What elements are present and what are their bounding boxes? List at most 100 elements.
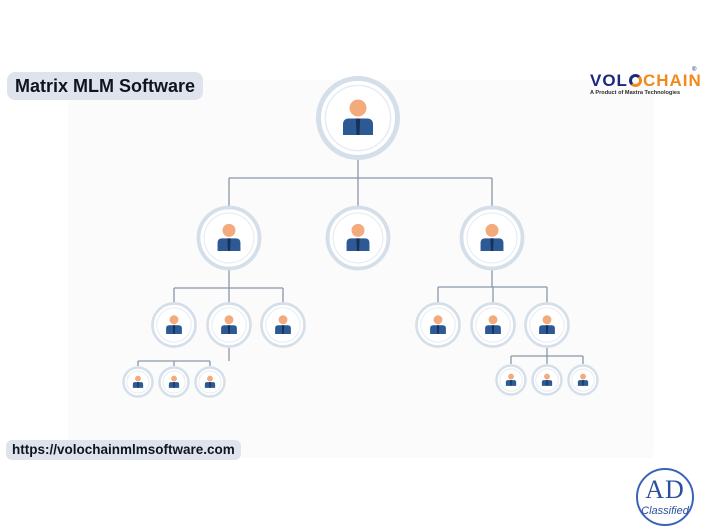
user-tie — [227, 238, 231, 251]
node-ring — [260, 302, 306, 348]
user-head — [542, 315, 552, 325]
node-ring — [196, 205, 262, 271]
user-icon — [221, 315, 237, 334]
tree-nodes — [122, 76, 599, 398]
node-ring — [531, 364, 563, 396]
node-ring — [194, 366, 226, 398]
node-ring — [495, 364, 527, 396]
node-inner-ring — [571, 368, 595, 392]
user-head — [544, 373, 550, 380]
user-icon — [430, 315, 446, 334]
user-head — [135, 375, 141, 382]
user-tie — [546, 380, 548, 386]
node-ring — [325, 205, 391, 271]
user-icon — [505, 373, 517, 386]
user-tie — [582, 380, 584, 386]
user-head — [169, 315, 179, 325]
logo-word-prefix: VOL — [590, 71, 628, 90]
tree-node-c3c — [567, 364, 599, 396]
node-inner-ring — [203, 212, 255, 264]
ad-classified-badge: AD Classified — [636, 468, 694, 526]
node-ring — [316, 76, 400, 160]
node-inner-ring — [156, 307, 192, 343]
user-tie — [137, 382, 139, 388]
node-ring — [158, 366, 190, 398]
logo-wordmark: VOL CHAIN — [590, 71, 702, 91]
tree-node-a3 — [260, 302, 306, 348]
user-tie — [209, 382, 211, 388]
node-inner-ring — [211, 307, 247, 343]
ad-letters: AD — [645, 475, 685, 504]
page-title: Matrix MLM Software — [7, 72, 204, 100]
user-head — [222, 223, 236, 237]
user-head — [207, 375, 213, 382]
node-ring — [567, 364, 599, 396]
user-head — [485, 223, 499, 237]
tree-node-c — [459, 205, 525, 271]
tree-node-a2 — [206, 302, 252, 348]
user-head — [488, 315, 498, 325]
tree-node-c3b — [531, 364, 563, 396]
node-ring — [524, 302, 570, 348]
node-ring — [206, 302, 252, 348]
tree-node-c2 — [470, 302, 516, 348]
user-tie — [510, 380, 512, 386]
node-ring — [415, 302, 461, 348]
registered-mark: ® — [692, 67, 697, 73]
website-url: https://volochainmlmsoftware.com — [6, 440, 241, 460]
user-head — [171, 375, 177, 382]
user-head — [351, 223, 365, 237]
user-head — [433, 315, 443, 325]
logo-word-suffix: CHAIN — [642, 71, 702, 90]
node-ring — [470, 302, 516, 348]
user-tie — [227, 325, 231, 334]
user-icon — [168, 375, 180, 388]
user-tie — [172, 325, 176, 334]
tree-node-c1 — [415, 302, 461, 348]
logo-tagline: A Product of Maxtra Technologies — [590, 90, 681, 96]
user-icon — [217, 223, 241, 251]
tree-node-c3a — [495, 364, 527, 396]
user-head — [349, 99, 367, 117]
node-inner-ring — [198, 370, 222, 394]
node-inner-ring — [126, 370, 150, 394]
tree-node-a2c — [194, 366, 226, 398]
node-inner-ring — [466, 212, 518, 264]
tree-node-c3 — [524, 302, 570, 348]
user-icon — [204, 375, 216, 388]
user-tie — [356, 238, 360, 251]
user-tie — [436, 325, 440, 334]
volochain-logo: VOL CHAIN ® A Product of Maxtra Technolog… — [584, 67, 702, 101]
user-head — [508, 373, 514, 380]
ad-text: Classified — [641, 505, 689, 517]
tree-connectors — [137, 159, 584, 366]
node-inner-ring — [529, 307, 565, 343]
node-inner-ring — [324, 84, 392, 152]
tree-node-a2a — [122, 366, 154, 398]
user-tie — [491, 325, 495, 334]
user-head — [224, 315, 234, 325]
user-icon — [275, 315, 291, 334]
user-icon — [132, 375, 144, 388]
tree-node-a2b — [158, 366, 190, 398]
user-tie — [281, 325, 285, 334]
node-inner-ring — [420, 307, 456, 343]
user-icon — [343, 99, 373, 135]
node-ring — [459, 205, 525, 271]
user-icon — [541, 373, 553, 386]
node-ring — [122, 366, 154, 398]
node-inner-ring — [475, 307, 511, 343]
node-inner-ring — [265, 307, 301, 343]
node-ring — [151, 302, 197, 348]
tree-node-a — [196, 205, 262, 271]
user-icon — [346, 223, 370, 251]
node-inner-ring — [332, 212, 384, 264]
user-icon — [577, 373, 589, 386]
node-inner-ring — [535, 368, 559, 392]
user-icon — [480, 223, 504, 251]
user-head — [278, 315, 288, 325]
user-icon — [166, 315, 182, 334]
user-tie — [545, 325, 549, 334]
node-inner-ring — [499, 368, 523, 392]
user-icon — [539, 315, 555, 334]
